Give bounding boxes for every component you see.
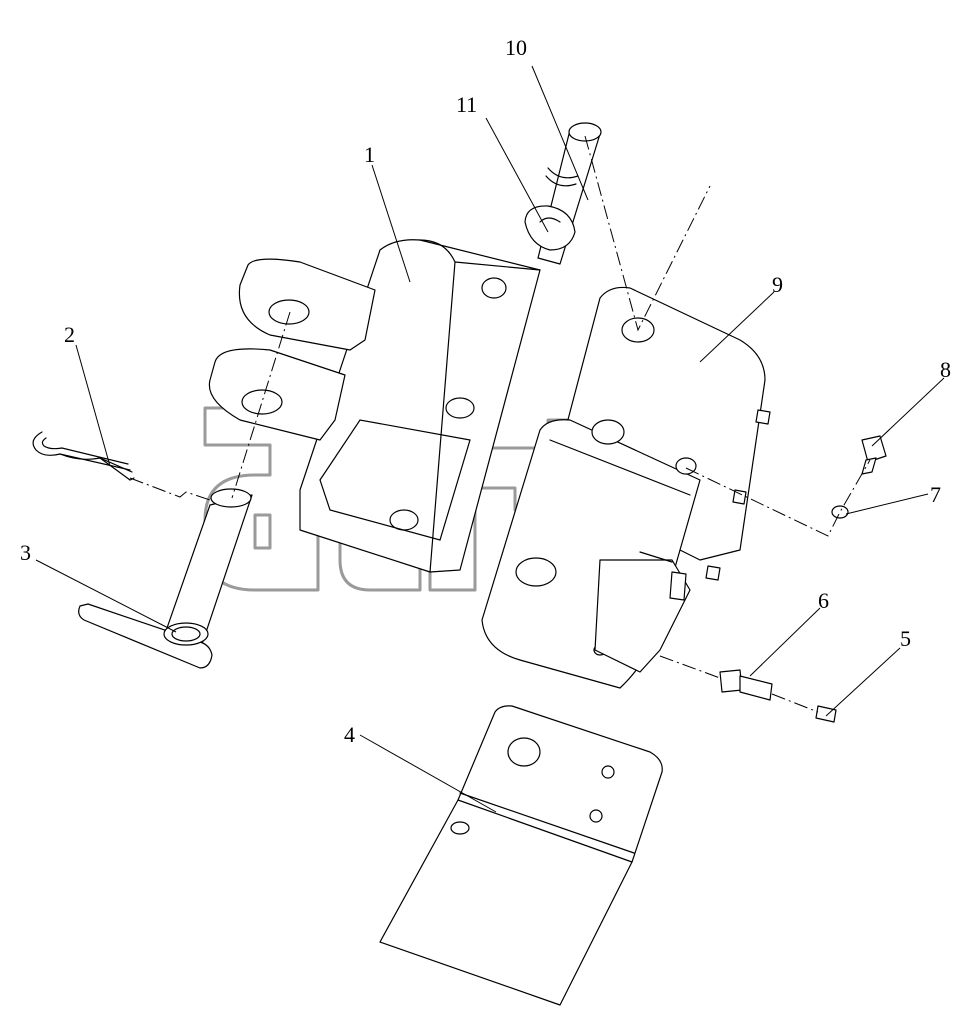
leader-8 (871, 377, 945, 447)
leader-lines (35, 65, 945, 813)
part-5-pin (815, 705, 837, 723)
callout-6: 6 (818, 588, 829, 613)
callout-4: 4 (344, 722, 355, 747)
callout-9: 9 (772, 272, 783, 297)
part-9-hitch-body (481, 286, 771, 689)
leader-2 (75, 344, 111, 467)
part-3-clevis-pin (78, 488, 253, 669)
callout-labels: 1 2 3 4 5 6 7 8 9 10 11 (20, 35, 951, 747)
center-lines (129, 135, 871, 713)
callout-2: 2 (64, 322, 75, 347)
part-1-clevis-bracket (208, 239, 541, 573)
part-4-plate (379, 705, 663, 1006)
leader-10 (531, 65, 589, 201)
leader-1 (371, 164, 411, 283)
callout-10: 10 (505, 35, 527, 60)
callout-3: 3 (20, 540, 31, 565)
callout-11: 11 (456, 92, 477, 117)
callout-1: 1 (364, 142, 375, 167)
leader-11 (485, 117, 549, 233)
leader-6 (749, 607, 821, 677)
leader-4 (359, 734, 497, 813)
callout-7a: 7 (930, 482, 941, 507)
part-2-hair-pin-clip (32, 431, 135, 481)
leader-9 (699, 291, 775, 363)
callout-5: 5 (900, 626, 911, 651)
part-8-bolt (861, 435, 887, 475)
leader-3 (35, 559, 177, 633)
callout-8: 8 (940, 357, 951, 382)
leader-5 (825, 647, 901, 717)
part-6-bolt (719, 669, 773, 701)
part-7-washer (831, 505, 849, 519)
leader-7b (845, 493, 929, 515)
